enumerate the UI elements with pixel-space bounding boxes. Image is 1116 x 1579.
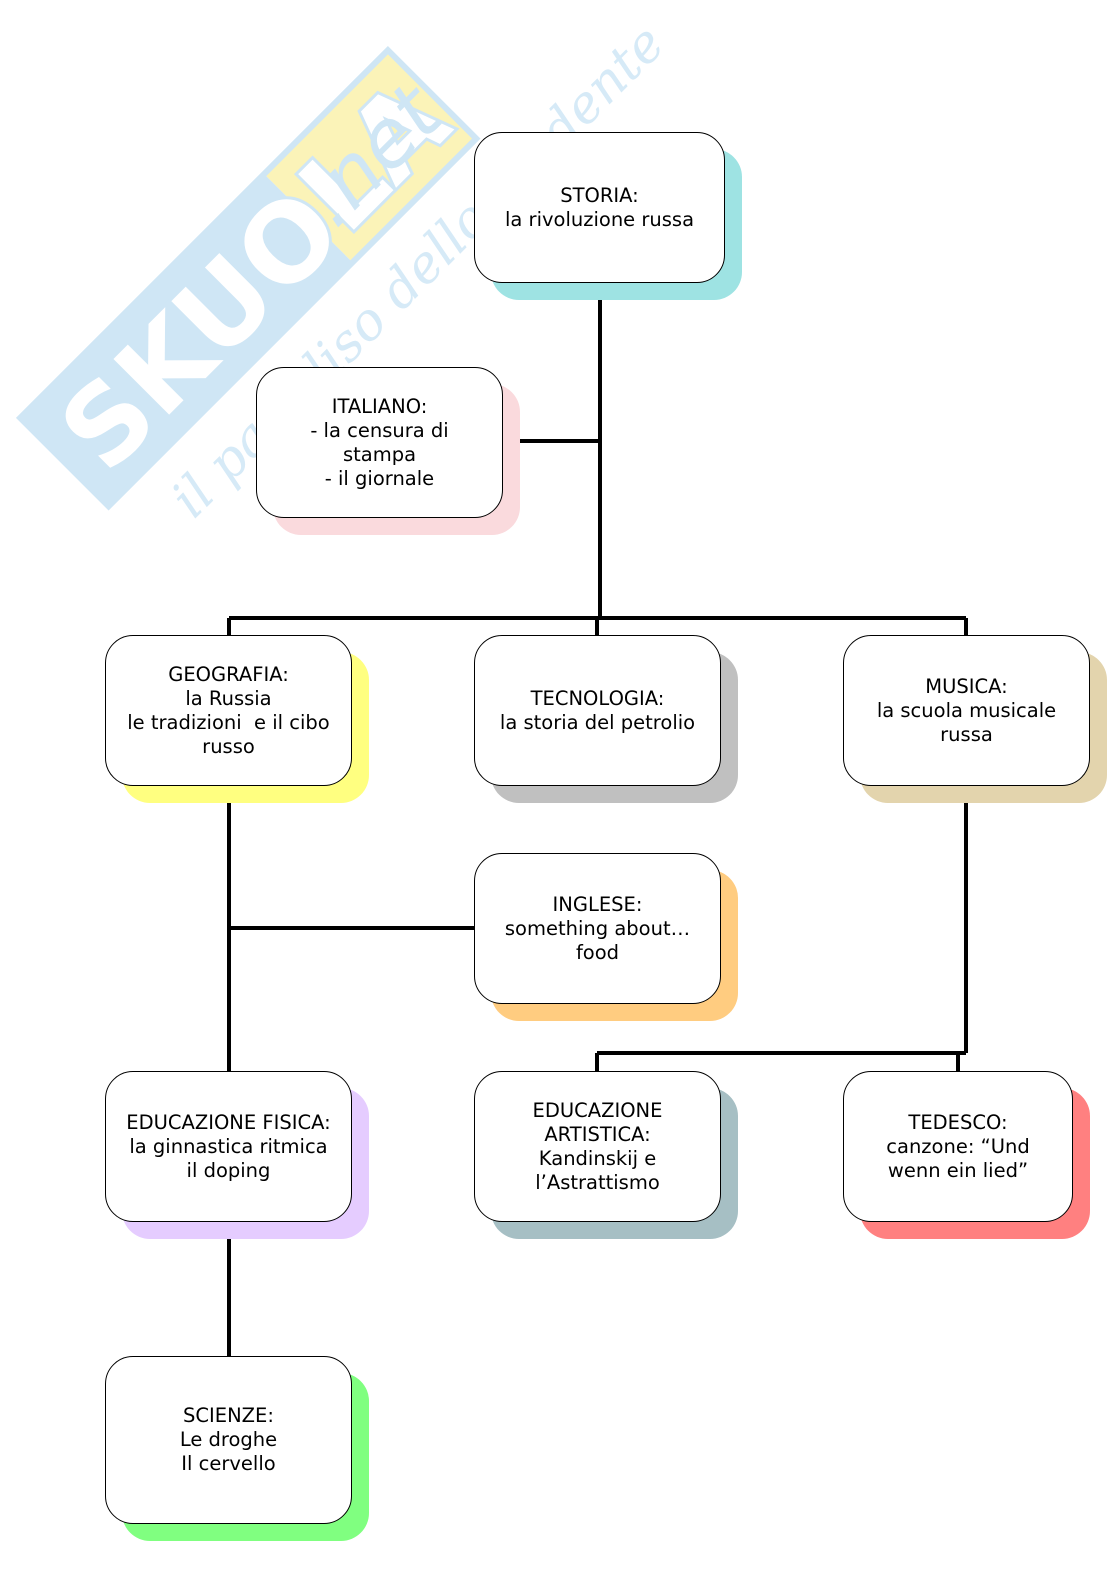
tedesco-line-3: wenn ein lied” — [887, 1158, 1029, 1182]
tecnologia-line-2: la storia del petrolio — [499, 710, 696, 734]
scienze-line-1: SCIENZE: — [183, 1404, 274, 1427]
italiano-line-4: - il giornale — [324, 466, 435, 490]
inglese-line-1: INGLESE: — [552, 892, 643, 916]
tecnologia-node: TECNOLOGIA:la storia del petrolio — [474, 635, 721, 786]
storia-node-text: STORIA:la rivoluzione russa — [505, 184, 694, 232]
italiano-line-2: - la censura di — [310, 418, 449, 442]
geografia-line-3: le tradizioni e il cibo — [127, 710, 330, 734]
tedesco-line-2: canzone: “Und — [886, 1134, 1030, 1158]
storia-line-1: STORIA: — [560, 183, 639, 207]
italiano-line-3: stampa — [342, 442, 417, 466]
tedesco-line-1: TEDESCO: — [908, 1110, 1008, 1134]
musica-line-1: MUSICA: — [925, 674, 1008, 698]
inglese-line-3: food — [575, 940, 620, 964]
tecnologia-node-text: TECNOLOGIA:la storia del petrolio — [500, 687, 695, 735]
educazione-fisica-line-1: EDUCAZIONE FISICA: — [126, 1110, 331, 1134]
inglese-node: INGLESE:something about…food — [474, 853, 721, 1004]
scienze-line-3: Il cervello — [181, 1452, 276, 1475]
geografia-line-1: GEOGRAFIA: — [168, 662, 289, 686]
educazione-artistica-line-1: EDUCAZIONE — [532, 1098, 663, 1122]
tecnologia-line-1: TECNOLOGIA: — [530, 686, 665, 710]
musica-line-3: russa — [940, 722, 993, 746]
educazione-artistica-line-2: ARTISTICA: — [544, 1122, 651, 1146]
educazione-fisica-line-3: il doping — [186, 1158, 271, 1182]
scienze-line-2: Le droghe — [179, 1428, 278, 1451]
inglese-node-text: INGLESE:something about…food — [505, 893, 690, 965]
geografia-line-4: russo — [202, 734, 255, 758]
educazione-artistica-line-4: l’Astrattismo — [535, 1170, 660, 1194]
inglese-line-2: something about… — [504, 916, 691, 940]
geografia-line-2: la Russia — [185, 686, 272, 710]
educazione-artistica-line-3: Kandinskij e — [538, 1146, 657, 1170]
educazione-fisica-line-2: la ginnastica ritmica — [129, 1134, 328, 1158]
storia-line-2: la rivoluzione russa — [504, 207, 695, 231]
italiano-line-1: ITALIANO: — [331, 394, 428, 418]
storia-node: STORIA:la rivoluzione russa — [474, 132, 725, 283]
musica-line-2: la scuola musicale — [876, 698, 1057, 722]
